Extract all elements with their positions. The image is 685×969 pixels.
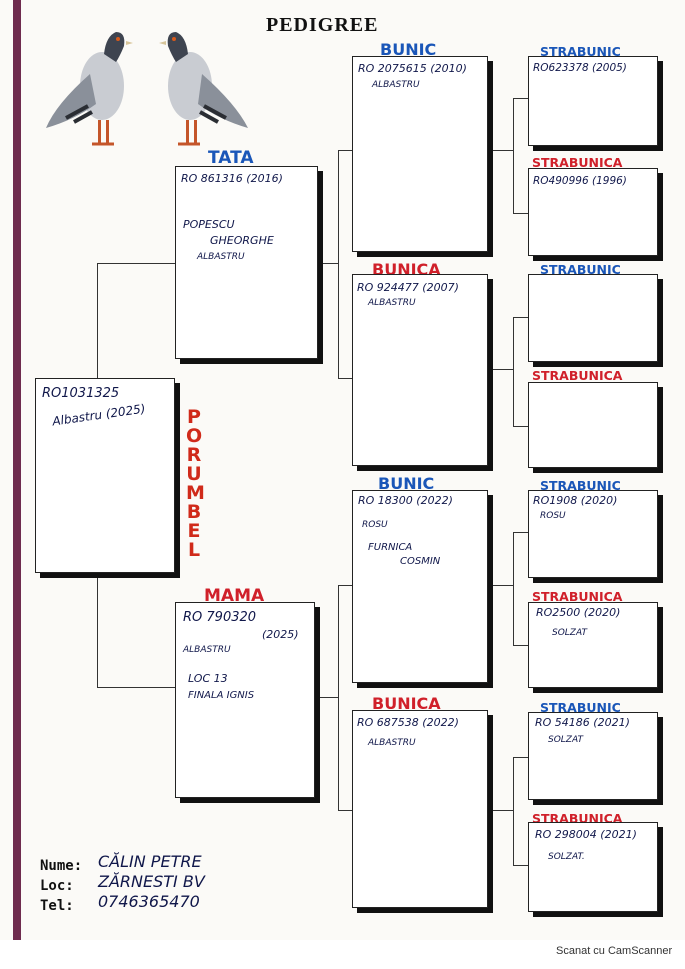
strabunic-4-ring: RO 54186 (2021) xyxy=(535,716,630,729)
mama-label: MAMA xyxy=(204,586,265,606)
strabunica-2-label: STRABUNICA xyxy=(532,368,623,383)
connector xyxy=(513,98,514,213)
bunic-2-color: ROSU xyxy=(362,520,388,530)
strabunica-3-ring: RO2500 (2020) xyxy=(536,606,621,619)
subject-box xyxy=(35,378,175,573)
tata-ring: RO 861316 (2016) xyxy=(181,172,283,185)
bunic-2-box xyxy=(352,490,488,683)
strabunic-3-ring: RO1908 (2020) xyxy=(533,494,618,507)
bunica-2-label: BUNICA xyxy=(372,694,441,713)
strabunica-3-color: SOLZAT xyxy=(552,628,587,638)
connector xyxy=(490,810,513,811)
strabunica-1-label: STRABUNICA xyxy=(532,155,623,170)
mama-box xyxy=(175,602,315,798)
bunica-2-color: ALBASTRU xyxy=(368,738,416,748)
strabunic-3-label: STRABUNIC xyxy=(540,478,621,493)
strabunica-4-color: SOLZAT. xyxy=(548,852,585,862)
bunica-2-box xyxy=(352,710,488,908)
pigeon-right-icon xyxy=(159,32,248,146)
strabunic-4-color: SOLZAT xyxy=(548,735,583,745)
strabunic-1-ring: RO623378 (2005) xyxy=(533,62,627,74)
mama-result: LOC 13 xyxy=(188,672,228,685)
connector xyxy=(97,687,175,688)
connector xyxy=(513,98,528,99)
connector xyxy=(513,532,514,645)
tata-box xyxy=(175,166,318,359)
strabunic-4-box xyxy=(528,712,658,800)
strabunic-3-box xyxy=(528,490,658,578)
connector xyxy=(490,585,513,586)
bunic-2-ring: RO 18300 (2022) xyxy=(358,494,453,507)
connector xyxy=(97,263,175,264)
owner-loc-label: Loc: xyxy=(40,878,74,894)
owner-loc: ZĂRNESTI BV xyxy=(98,872,205,891)
connector xyxy=(338,378,352,379)
bunic-1-color: ALBASTRU xyxy=(372,80,420,90)
page-margin-bar xyxy=(13,0,21,940)
tata-owner-first: POPESCU xyxy=(183,218,235,231)
tata-color: ALBASTRU xyxy=(197,252,245,262)
connector xyxy=(513,757,514,865)
strabunica-1-ring: RO490996 (1996) xyxy=(533,175,627,187)
strabunica-1-box xyxy=(528,168,658,256)
connector xyxy=(490,369,513,370)
bunica-1-color: ALBASTRU xyxy=(368,298,416,308)
strabunica-2-box xyxy=(528,382,658,468)
connector xyxy=(513,865,528,866)
bunic-2-owner-last: COSMIN xyxy=(400,556,441,567)
bunica-1-box xyxy=(352,274,488,466)
owner-tel: 0746365470 xyxy=(98,892,200,911)
owner-name: CĂLIN PETRE xyxy=(98,852,202,871)
strabunic-2-box xyxy=(528,274,658,362)
bunic-2-owner-first: FURNICA xyxy=(368,542,413,553)
connector xyxy=(490,150,513,151)
bunic-1-ring: RO 2075615 (2010) xyxy=(358,62,467,75)
connector xyxy=(513,645,528,646)
connector xyxy=(513,426,528,427)
connector xyxy=(318,697,338,698)
connector xyxy=(97,575,98,687)
connector xyxy=(513,317,514,426)
strabunic-4-label: STRABUNIC xyxy=(540,700,621,715)
strabunica-4-ring: RO 298004 (2021) xyxy=(535,828,637,841)
connector xyxy=(513,757,528,758)
connector xyxy=(338,150,352,151)
subject-ring: RO1031325 xyxy=(42,386,120,401)
connector xyxy=(338,585,352,586)
scanner-footer: Scanat cu CamScanner xyxy=(556,945,673,957)
bunic-1-box xyxy=(352,56,488,252)
connector xyxy=(97,263,98,380)
owner-name-label: Nume: xyxy=(40,858,83,874)
connector xyxy=(513,213,528,214)
strabunic-1-label: STRABUNIC xyxy=(540,44,621,59)
bunic-1-label: BUNIC xyxy=(380,40,437,59)
owner-tel-label: Tel: xyxy=(40,898,74,914)
mama-race: FINALA IGNIS xyxy=(188,690,255,701)
connector xyxy=(338,810,352,811)
tata-label: TATA xyxy=(208,148,254,168)
mama-ring: RO 790320 xyxy=(183,610,257,625)
pigeon-left-icon xyxy=(46,32,133,146)
strabunica-3-box xyxy=(528,602,658,688)
strabunic-1-box xyxy=(528,56,658,146)
tata-owner-last: GHEORGHE xyxy=(210,234,274,247)
connector xyxy=(318,263,338,264)
strabunic-2-label: STRABUNIC xyxy=(540,262,621,277)
bunica-1-ring: RO 924477 (2007) xyxy=(357,281,459,294)
strabunica-4-box xyxy=(528,822,658,912)
connector xyxy=(513,317,528,318)
connector xyxy=(513,532,528,533)
connector xyxy=(338,585,339,810)
mama-color: ALBASTRU xyxy=(183,645,231,655)
strabunica-3-label: STRABUNICA xyxy=(532,589,623,604)
connector xyxy=(338,150,339,378)
mama-year: (2025) xyxy=(262,628,299,641)
bunic-2-label: BUNIC xyxy=(378,474,435,493)
strabunic-3-color: ROSU xyxy=(540,511,566,521)
page-title: PEDIGREE xyxy=(266,14,379,36)
bunica-2-ring: RO 687538 (2022) xyxy=(357,716,459,729)
